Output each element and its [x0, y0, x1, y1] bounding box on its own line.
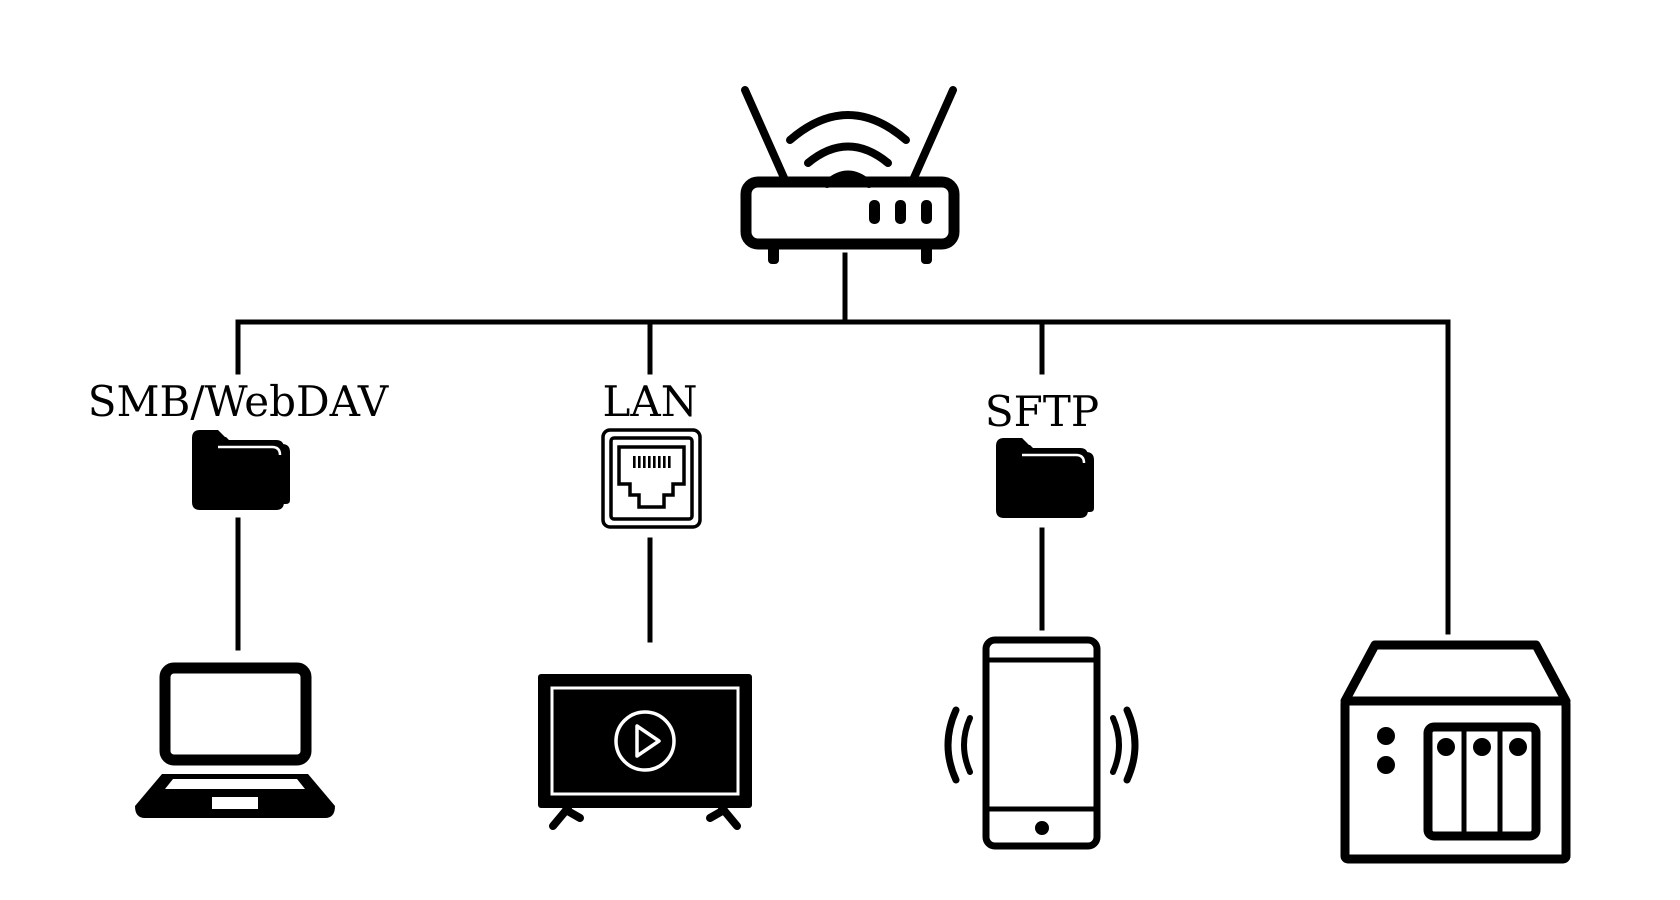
folder-icon [192, 430, 290, 510]
lan-label: LAN [603, 377, 698, 426]
connection-lines [235, 252, 1451, 651]
ethernet-port-icon [601, 428, 702, 529]
folder-icon [996, 438, 1094, 518]
nas-server-icon [1340, 640, 1571, 864]
wifi-router-icon [740, 86, 960, 264]
smartphone-icon [944, 636, 1139, 850]
smb-webdav-label: SMB/WebDAV [88, 377, 389, 426]
tv-icon [538, 674, 752, 830]
laptop-icon [135, 662, 335, 818]
sftp-label: SFTP [985, 387, 1099, 436]
